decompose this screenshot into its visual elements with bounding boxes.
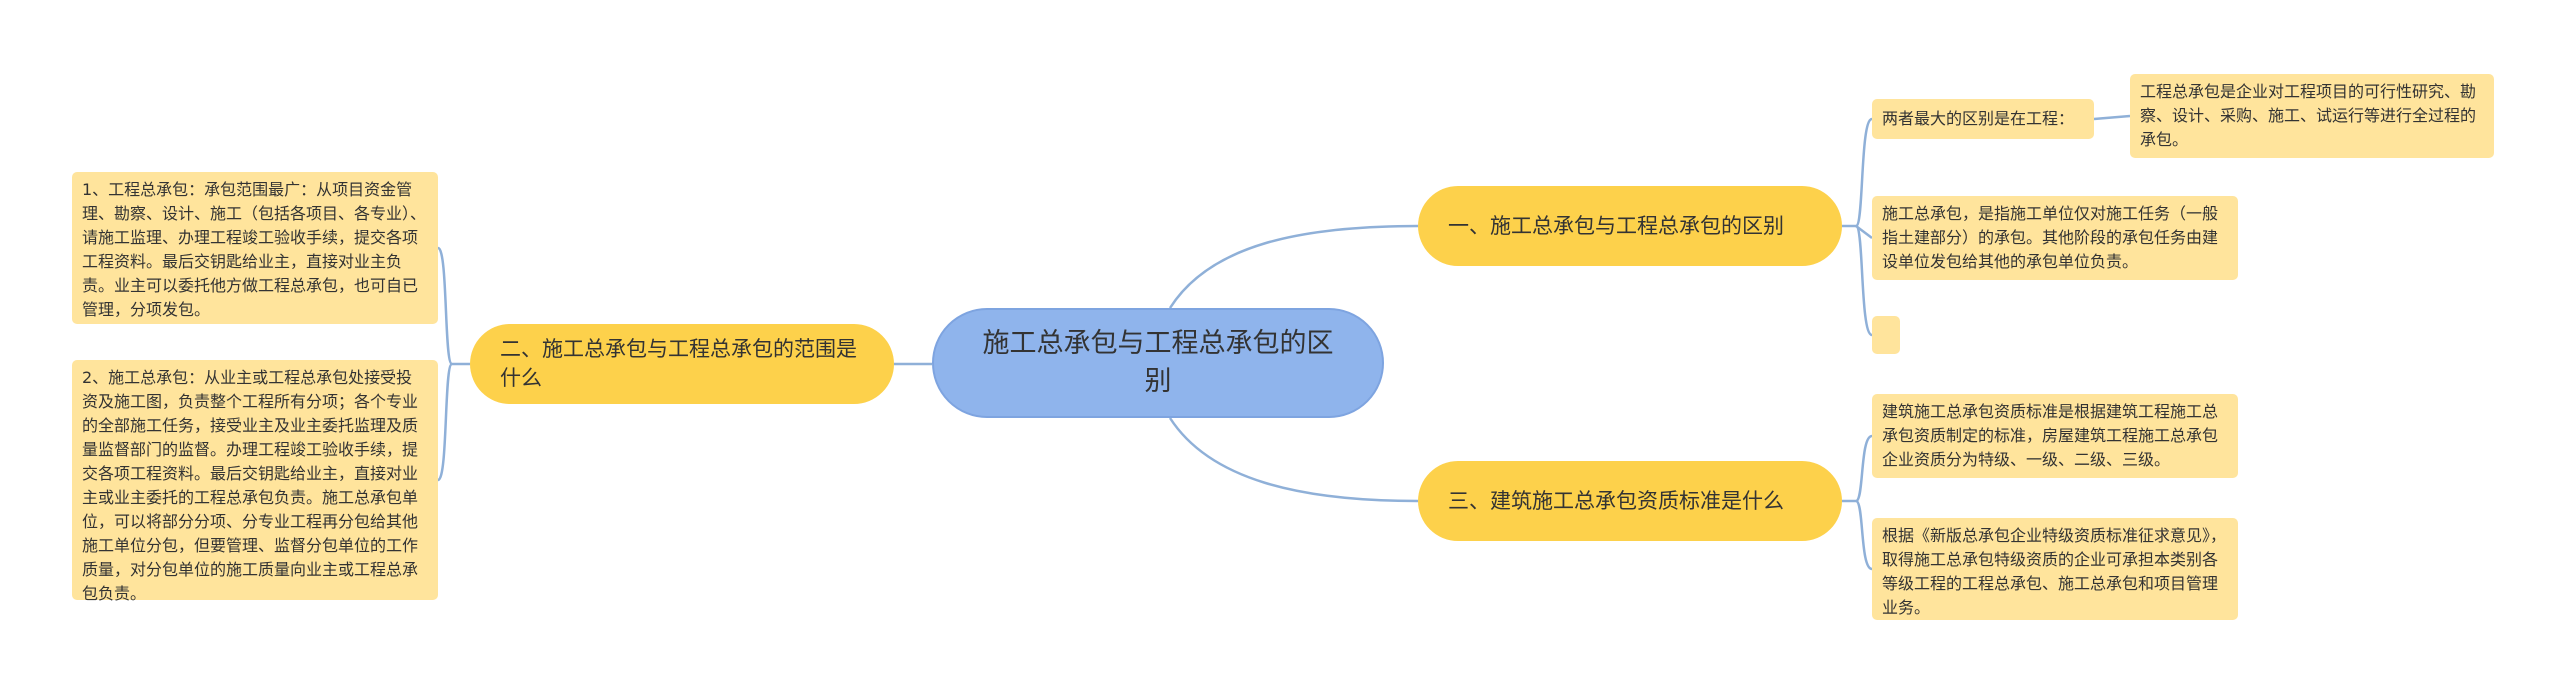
branch-label: 一、施工总承包与工程总承包的区别	[1448, 213, 1784, 238]
leaf-node-construction-contract[interactable]: 施工总承包，是指施工单位仅对施工任务（一般指土建部分）的承包。其他阶段的承包任务…	[1872, 196, 2238, 280]
connector-root-branch1	[1168, 224, 1419, 309]
leaf-node-engineering-contract[interactable]: 工程总承包是企业对工程项目的可行性研究、勘察、设计、采购、施工、试运行等进行全过…	[2130, 74, 2494, 158]
branch-label: 二、施工总承包与工程总承包的范围是什么	[500, 337, 857, 390]
leaf-node-scope-construction[interactable]: 2、施工总承包：从业主或工程总承包处接受投资及施工图，负责整个工程所有分项；各个…	[72, 360, 438, 603]
leaf-node-special-grade[interactable]: 根据《新版总承包企业特级资质标准征求意见》，取得施工总承包特级资质的企业可承担本…	[1872, 518, 2238, 620]
leaf-text: 2、施工总承包：从业主或工程总承包处接受投资及施工图，负责整个工程所有分项；各个…	[82, 368, 419, 603]
branch-label: 三、建筑施工总承包资质标准是什么	[1448, 488, 1784, 513]
leaf-text: 建筑施工总承包资质标准是根据建筑工程施工总承包资质制定的标准，房屋建筑工程施工总…	[1882, 402, 2219, 469]
branch-node-1[interactable]: 一、施工总承包与工程总承包的区别	[1418, 186, 1842, 266]
leaf-text: 两者最大的区别是在工程：	[1882, 109, 2075, 128]
branch-node-3[interactable]: 三、建筑施工总承包资质标准是什么	[1418, 461, 1842, 541]
leaf-text: 工程总承包是企业对工程项目的可行性研究、勘察、设计、采购、施工、试运行等进行全过…	[2140, 82, 2477, 149]
root-label: 施工总承包与工程总承包的区别	[982, 328, 1334, 397]
leaf-node-scope-engineering[interactable]: 1、工程总承包：承包范围最广：从项目资金管理、勘察、设计、施工（包括各项目、各专…	[72, 172, 438, 324]
connector-root-branch3	[1168, 417, 1419, 503]
leaf-text: 1、工程总承包：承包范围最广：从项目资金管理、勘察、设计、施工（包括各项目、各专…	[82, 180, 427, 319]
leaf-node-difference[interactable]: 两者最大的区别是在工程：	[1872, 99, 2094, 139]
branch-node-2[interactable]: 二、施工总承包与工程总承包的范围是什么	[470, 324, 894, 404]
leaf-node-empty[interactable]	[1872, 316, 1900, 354]
leaf-text: 根据《新版总承包企业特级资质标准征求意见》，取得施工总承包特级资质的企业可承担本…	[1882, 526, 2227, 617]
connector-leaf1-leaf2	[2093, 114, 2131, 121]
leaf-text: 施工总承包，是指施工单位仅对施工任务（一般指土建部分）的承包。其他阶段的承包任务…	[1882, 204, 2219, 271]
root-node[interactable]: 施工总承包与工程总承包的区别	[932, 308, 1384, 418]
leaf-node-qualification-standard[interactable]: 建筑施工总承包资质标准是根据建筑工程施工总承包资质制定的标准，房屋建筑工程施工总…	[1872, 394, 2238, 478]
